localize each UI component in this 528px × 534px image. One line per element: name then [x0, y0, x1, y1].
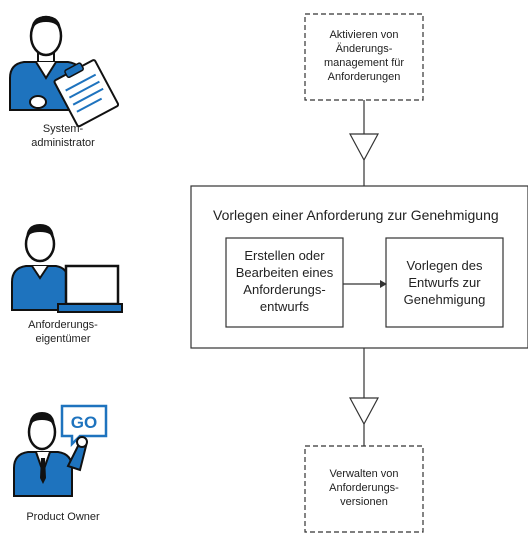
top-step-line3: management für — [323, 57, 405, 69]
top-step-line2: Änderungs- — [335, 43, 393, 55]
role-label-system-admin: System- administrator — [8, 122, 118, 150]
inner-left-line4: entwurfs — [259, 299, 310, 314]
bottom-step-box — [304, 445, 424, 533]
bottom-step-line3: versionen — [340, 496, 388, 508]
role-label-product-owner-text: Product Owner — [26, 511, 100, 523]
role-label-requirement-owner-line2: eigentümer — [35, 333, 91, 345]
role-label-system-admin-line1: System- — [42, 123, 84, 135]
requirement-owner-icon — [11, 224, 123, 313]
inner-left-line1: Erstellen oder — [244, 248, 325, 263]
inner-right-line3: Genehmigung — [403, 292, 486, 307]
inner-right-text: Vorlegen des Entwurfs zur Genehmigung — [386, 257, 503, 308]
inner-right-line2: Entwurfs zur — [408, 275, 481, 290]
system-admin-icon — [9, 15, 120, 128]
top-step-line1: Aktivieren von — [329, 29, 399, 41]
bottom-step-line1: Verwalten von — [329, 468, 399, 480]
inner-arrow-head — [380, 280, 387, 288]
role-label-system-admin-line2: administrator — [31, 137, 95, 149]
go-badge-text: GO — [71, 413, 97, 432]
inner-left-box — [225, 237, 344, 328]
inner-right-line1: Vorlegen des — [406, 258, 483, 273]
role-label-requirement-owner-line1: Anforderungs- — [28, 319, 98, 331]
bottom-step-line2: Anforderungs- — [329, 482, 399, 494]
group-title: Vorlegen einer Anforderung zur Genehmigu… — [213, 207, 499, 223]
inner-left-line2: Bearbeiten eines — [235, 265, 334, 280]
role-label-product-owner: Product Owner — [0, 510, 126, 524]
top-step-box — [304, 13, 424, 101]
top-step-line4: Anforderungen — [327, 71, 401, 83]
inner-right-box — [385, 237, 504, 328]
bottom-triangle-marker — [348, 397, 380, 426]
top-triangle-marker — [348, 133, 380, 162]
role-label-requirement-owner: Anforderungs- eigentümer — [8, 318, 118, 346]
product-owner-icon: GO — [13, 404, 108, 497]
inner-left-text: Erstellen oder Bearbeiten eines Anforder… — [226, 247, 343, 315]
inner-left-line3: Anforderungs- — [243, 282, 326, 297]
top-step-text: Aktivieren von Änderungs- management für… — [305, 28, 423, 84]
bottom-step-text: Verwalten von Anforderungs- versionen — [305, 467, 423, 509]
